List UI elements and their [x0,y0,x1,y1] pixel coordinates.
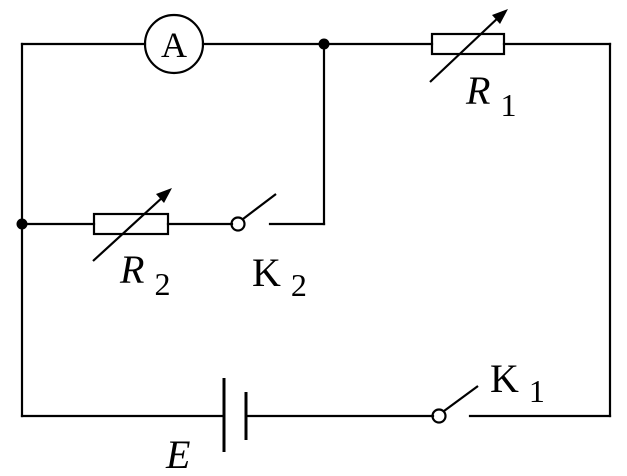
rheostat-r2-arrow-shaft [92,195,165,262]
switch-k2-label-sub: 2 [291,267,307,303]
switch-k2-label: K 2 [252,250,307,303]
rheostat-r1-label-sub: 1 [500,87,516,123]
switch-k2: K 2 [230,193,307,303]
switch-k1-blade [443,385,479,412]
ammeter-circle [143,13,205,75]
switch-k1-label-main: K [490,356,519,401]
rheostat-r2-body [92,212,170,236]
ammeter: A [143,13,205,75]
switch-k2-blade [242,193,277,220]
junction-dot-top [318,38,330,50]
battery-e-label: E [165,432,190,476]
rheostat-r1-arrow-shaft [429,15,501,83]
rheostat-r1-arrow-head [492,9,508,24]
junction-dot-left [16,218,28,230]
switch-k1-label: K 1 [490,356,545,409]
rheostat-r1-label-main: R [465,68,490,113]
switch-k2-pivot [230,216,246,232]
rheostat-r1-label: R 1 [465,68,516,123]
switch-k1: K 1 [431,356,545,424]
rheostat-r2-label: R 2 [119,247,170,302]
ammeter-symbol: A [161,25,187,65]
switch-k1-label-sub: 1 [529,373,545,409]
rheostat-r2-label-sub: 2 [154,266,170,302]
rheostat-r1: R 1 [429,9,516,123]
rheostat-r2-label-main: R [119,247,144,292]
rheostat-r2-arrow-head [156,188,172,203]
rheostat-r2: R 2 [92,188,172,302]
switch-k2-label-main: K [252,250,281,295]
rheostat-r1-body [430,32,506,56]
switch-k1-pivot [431,408,447,424]
battery-e: E [165,378,248,476]
